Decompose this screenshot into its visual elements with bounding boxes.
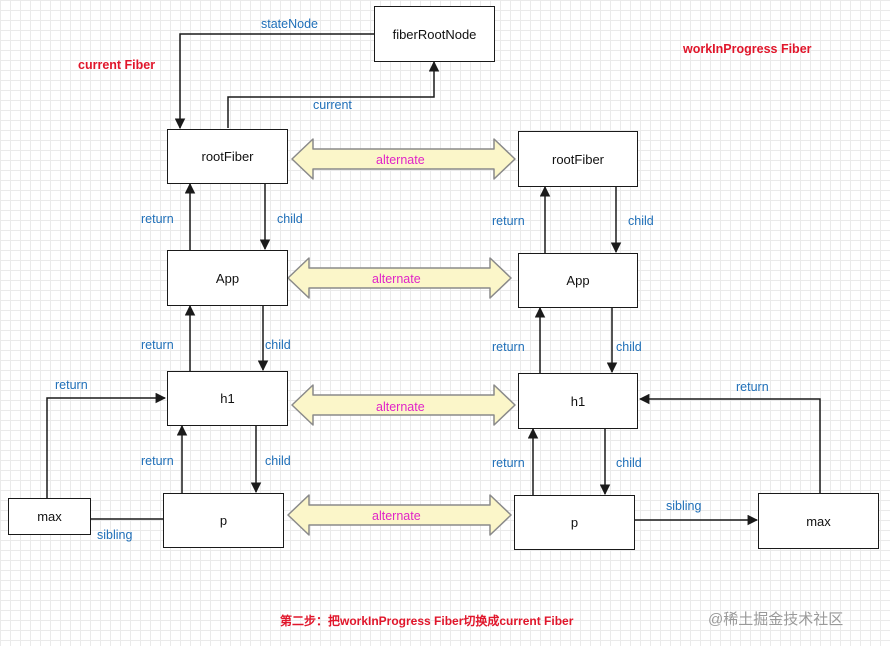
- work-in-progress-fiber-title: workInProgress Fiber: [683, 42, 812, 56]
- left-max-return-label: return: [55, 378, 88, 392]
- left-root-fiber-box: rootFiber: [167, 129, 288, 184]
- left-root-return-label: return: [141, 212, 174, 226]
- left-root-child-label: child: [277, 212, 303, 226]
- left-h1-child-label: child: [265, 454, 291, 468]
- right-max-return-edge: [638, 393, 821, 493]
- left-app-return-label: return: [141, 338, 174, 352]
- right-p-box: p: [514, 495, 635, 550]
- left-h1-box: h1: [167, 371, 288, 426]
- current-label: current: [313, 98, 352, 112]
- left-p-box: p: [163, 493, 284, 548]
- left-app-child-label: child: [265, 338, 291, 352]
- right-app-box: App: [518, 253, 638, 308]
- left-app-box: App: [167, 250, 288, 306]
- diagram-caption: 第二步：把workInProgress Fiber切换成current Fibe…: [280, 614, 574, 628]
- current-fiber-title: current Fiber: [78, 58, 156, 72]
- state-node-label: stateNode: [261, 17, 318, 31]
- right-max-box: max: [758, 493, 879, 549]
- state-node-edge: [174, 33, 374, 130]
- alternate-arrow-p: [287, 494, 512, 536]
- watermark: @稀土掘金技术社区: [708, 611, 844, 628]
- alternate-arrow-h1: [291, 384, 516, 426]
- left-h1-return-label: return: [141, 454, 174, 468]
- right-root-return-label: return: [492, 214, 525, 228]
- right-max-return-label: return: [736, 380, 769, 394]
- alternate-arrow-root: [291, 138, 516, 180]
- right-app-child-label: child: [616, 340, 642, 354]
- left-sibling-label: sibling: [97, 528, 133, 542]
- left-max-box: max: [8, 498, 91, 535]
- fiber-root-node-box: fiberRootNode: [374, 6, 495, 62]
- right-h1-box: h1: [518, 373, 638, 429]
- right-h1-child-label: child: [616, 456, 642, 470]
- right-sibling-label: sibling: [666, 499, 702, 513]
- current-edge: [227, 60, 440, 128]
- alternate-arrow-app: [287, 257, 512, 299]
- alternate-label-h1: alternate: [376, 400, 425, 414]
- right-root-child-label: child: [628, 214, 654, 228]
- right-app-return-label: return: [492, 340, 525, 354]
- right-root-fiber-box: rootFiber: [518, 131, 638, 187]
- alternate-label-root: alternate: [376, 153, 425, 167]
- left-max-return-edge: [46, 392, 167, 498]
- right-h1-return-label: return: [492, 456, 525, 470]
- alternate-label-app: alternate: [372, 272, 421, 286]
- alternate-label-p: alternate: [372, 509, 421, 523]
